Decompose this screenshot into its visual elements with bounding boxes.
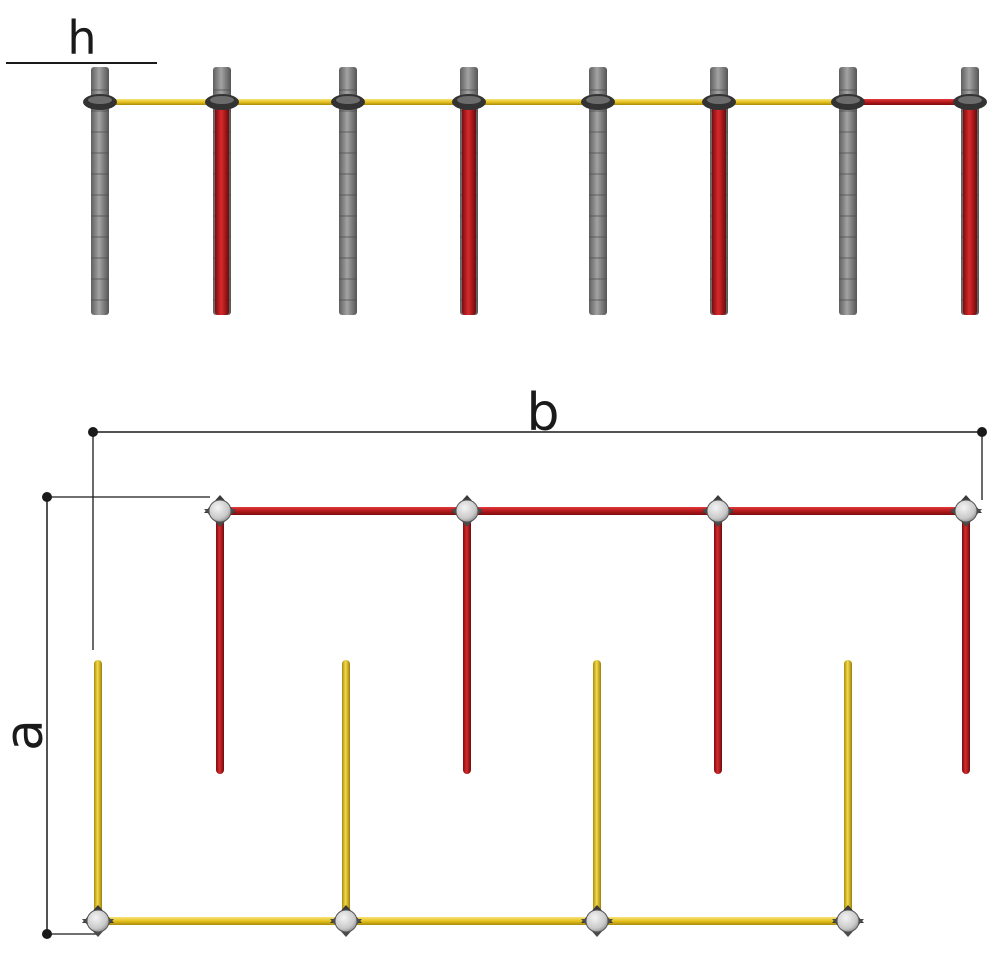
- elevation-posts: [91, 67, 979, 315]
- plan-node-yellow-2: [330, 905, 362, 937]
- plan-node-yellow-3: [581, 905, 613, 937]
- plan-arms: [94, 512, 970, 922]
- node-cap: [334, 909, 358, 933]
- red-bar-4: [462, 100, 476, 315]
- plan-red-arm-3: [714, 512, 722, 774]
- plan-rail-yellow: [98, 917, 848, 925]
- node-cap: [954, 499, 978, 523]
- plan-nodes: [82, 495, 982, 937]
- plan-node-red-4: [950, 495, 982, 527]
- joint-highlight: [586, 96, 610, 104]
- node-cap: [455, 499, 479, 523]
- plan-node-yellow-4: [832, 905, 864, 937]
- plan-node-yellow-1: [82, 905, 114, 937]
- plan-yellow-arm-3: [593, 660, 601, 922]
- joint-highlight: [457, 96, 481, 104]
- post-3: [339, 67, 357, 315]
- plan-red-arm-4: [962, 512, 970, 774]
- node-cap: [585, 909, 609, 933]
- plan-view: b a: [0, 383, 987, 939]
- elevation-view: h: [6, 11, 987, 315]
- joint-highlight: [210, 96, 234, 104]
- joint-highlight: [336, 96, 360, 104]
- post-5: [589, 67, 607, 315]
- red-bar-2: [215, 100, 229, 315]
- plan-node-red-1: [204, 495, 236, 527]
- depth-label: a: [0, 719, 55, 751]
- node-cap: [706, 499, 730, 523]
- top-beam-red: [848, 99, 970, 105]
- joint-highlight: [836, 96, 860, 104]
- plan-yellow-arm-1: [94, 660, 102, 922]
- post-7: [839, 67, 857, 315]
- joint-highlight: [707, 96, 731, 104]
- red-bar-8: [963, 100, 977, 315]
- plan-node-red-2: [451, 495, 483, 527]
- joint-highlight: [88, 96, 112, 104]
- plan-rail-red: [220, 507, 966, 515]
- width-label: b: [526, 383, 559, 443]
- node-cap: [86, 909, 110, 933]
- node-cap: [836, 909, 860, 933]
- elevation-joints: [83, 94, 987, 110]
- red-bar-6: [712, 100, 726, 315]
- plan-red-arm-1: [216, 512, 224, 774]
- node-cap: [208, 499, 232, 523]
- post-1: [91, 67, 109, 315]
- plan-node-red-3: [702, 495, 734, 527]
- plan-yellow-arm-2: [342, 660, 350, 922]
- plan-red-arm-2: [463, 512, 471, 774]
- height-label: h: [67, 11, 96, 65]
- joint-highlight: [958, 96, 982, 104]
- plan-yellow-arm-4: [844, 660, 852, 922]
